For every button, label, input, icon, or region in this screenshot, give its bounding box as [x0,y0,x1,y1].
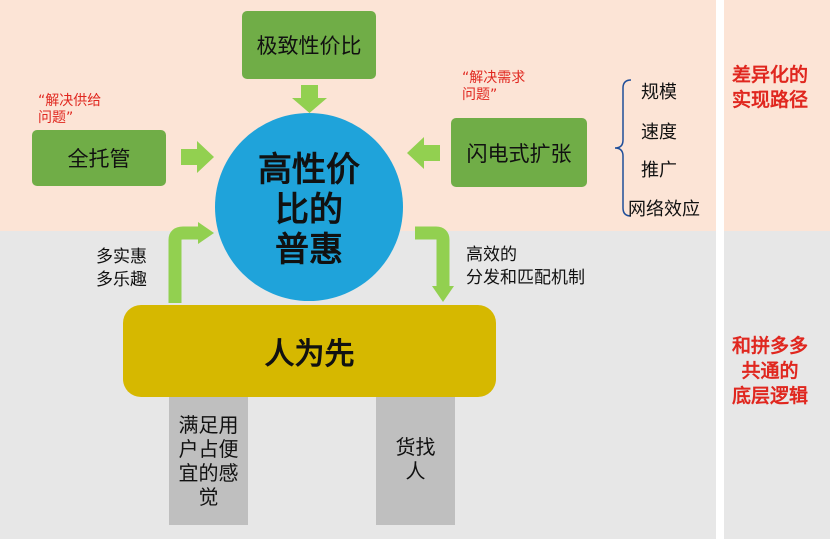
side-label-line: 共通的 [741,360,799,382]
pillar-line: 宜的感 [178,461,239,485]
expansion-item: 规模 [641,82,677,103]
arrow-curve-up-left-head [198,222,214,244]
right-side-line: 高效的 [466,245,517,265]
center-line: 比的 [275,190,343,230]
left-side-text: 多实惠 多乐趣 [96,246,147,292]
demand-note-line: “解决需求 [462,70,526,86]
pillar-line: 货找 [395,435,436,459]
side-label-top: 差异化的 实现路径 [732,63,808,113]
supply-note-line: “解决供给 [38,93,102,109]
side-label-line: 差异化的 [732,64,809,86]
center-line: 普惠 [275,230,343,270]
demand-note-line: 问题” [462,87,498,103]
side-label-line: 实现路径 [732,89,809,111]
expansion-item: 速度 [641,122,677,143]
arrow-right-left [181,141,214,173]
supply-note-line: 问题” [38,110,74,126]
pillar-line: 满足用 [178,413,239,437]
left-supply-label: 全托管 [67,147,131,171]
arrow-down-top [292,85,327,113]
demand-note: “解决需求 问题” [462,70,525,104]
right-demand-box: 闪电式扩张 [451,118,587,187]
center-text: 高性价 比的 普惠 [215,150,403,270]
top-value-box: 极致性价比 [242,11,376,79]
pillar-left: 满足用 户占便 宜的感 觉 [169,397,248,525]
expansion-item: 推广 [641,160,677,181]
pillar-line: 户占便 [178,437,239,461]
right-demand-label: 闪电式扩张 [466,141,572,166]
supply-note: “解决供给 问题” [38,93,101,127]
left-side-line: 多乐趣 [96,270,147,290]
pillar-right: 货找 人 [376,397,455,525]
side-panel-top [724,0,830,231]
left-supply-box: 全托管 [32,130,166,186]
right-side-line: 分发和匹配机制 [466,268,585,288]
base-bar: 人为先 [123,305,496,397]
top-value-label: 极致性价比 [256,34,362,58]
side-panel-bottom [724,231,830,539]
expansion-item: 网络效应 [628,199,700,220]
center-circle [215,113,403,301]
left-side-line: 多实惠 [96,247,147,267]
arrow-curve-down-right [415,226,450,287]
side-label-line: 和拼多多 [732,335,809,357]
side-label-line: 底层逻辑 [732,385,809,407]
pillar-line: 人 [405,459,426,483]
pillar-line: 觉 [198,485,219,509]
arrow-curve-up-left [168,226,200,303]
right-side-text: 高效的 分发和匹配机制 [466,244,585,290]
side-label-bottom: 和拼多多 共通的 底层逻辑 [732,334,808,409]
base-label: 人为先 [264,337,355,372]
center-line: 高性价 [258,150,360,190]
arrow-curve-down-right-head [432,286,454,302]
list-brace [614,79,632,217]
arrow-left-right [407,137,440,169]
